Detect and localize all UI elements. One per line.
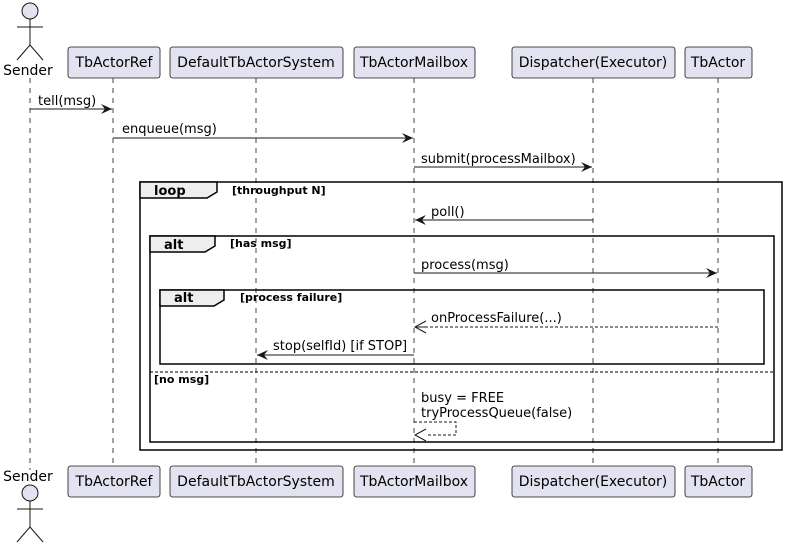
participant-label-actor-system: DefaultTbActorSystem (177, 55, 335, 71)
alt-msg-keyword: alt (164, 238, 183, 253)
loop-keyword: loop (154, 184, 186, 199)
else-separator: [no msg] (150, 371, 774, 386)
participant-actor-top: TbActor (684, 46, 753, 79)
participant-label-sender-bottom: Sender (3, 469, 53, 485)
loop-fragment: loop [throughput N] (139, 181, 783, 451)
message-label-busy-free: busy = FREE (421, 391, 504, 406)
alt-failure-guard: [process failure] (240, 291, 342, 304)
alt-msg-fragment: alt [has msg] (149, 235, 775, 443)
participant-label-mailbox: TbActorMailbox (359, 55, 468, 71)
else-guard: [no msg] (154, 373, 209, 386)
participant-dispatcher-bottom: Dispatcher(Executor) (511, 465, 676, 498)
participant-label-actor-ref-bottom: TbActorRef (75, 474, 154, 490)
alt-failure-keyword: alt (174, 291, 193, 306)
message-label-try-process-queue: tryProcessQueue(false) (421, 406, 572, 421)
participant-actor-system-top: DefaultTbActorSystem (169, 46, 344, 79)
actor-sender-bottom: Sender (3, 469, 53, 543)
actor-sender-top: Sender (3, 2, 53, 79)
participant-mailbox-top: TbActorMailbox (353, 46, 476, 79)
participant-label-actor-ref: TbActorRef (75, 55, 154, 71)
message-label-on-process-failure: onProcessFailure(...) (431, 311, 562, 326)
participant-label-actor-system-bottom: DefaultTbActorSystem (177, 474, 335, 490)
message-label-submit: submit(processMailbox) (421, 152, 576, 167)
participant-label-dispatcher-bottom: Dispatcher(Executor) (519, 474, 667, 490)
participant-label-actor: TbActor (690, 55, 746, 71)
open-arrow-icon (413, 320, 427, 334)
message-stop: stop(selfId) [if STOP] (257, 339, 414, 360)
message-label-poll: poll() (431, 205, 465, 220)
stick-figure-icon (16, 484, 44, 543)
message-submit: submit(processMailbox) (414, 152, 592, 172)
message-label-stop: stop(selfId) [if STOP] (273, 339, 407, 354)
participant-actor-ref-top: TbActorRef (67, 46, 161, 79)
alt-failure-fragment: alt [process failure] (159, 289, 765, 365)
message-label-enqueue: enqueue(msg) (122, 122, 217, 137)
loop-guard: [throughput N] (232, 184, 326, 197)
participant-label-actor-bottom: TbActor (690, 474, 746, 490)
message-process: process(msg) (414, 258, 717, 278)
message-tell: tell(msg) (30, 94, 112, 114)
participant-actor-ref-bottom: TbActorRef (67, 465, 161, 498)
message-poll: poll() (415, 205, 593, 225)
participant-actor-bottom: TbActor (684, 465, 753, 498)
participant-label-dispatcher: Dispatcher(Executor) (519, 55, 667, 71)
participant-mailbox-bottom: TbActorMailbox (353, 465, 476, 498)
participant-label-mailbox-bottom: TbActorMailbox (359, 474, 468, 490)
participant-actor-system-bottom: DefaultTbActorSystem (169, 465, 344, 498)
alt-msg-guard: [has msg] (230, 237, 292, 250)
message-label-tell: tell(msg) (38, 94, 96, 109)
message-label-process: process(msg) (421, 258, 509, 273)
message-on-process-failure: onProcessFailure(...) (413, 311, 718, 334)
open-arrow-icon (413, 428, 427, 442)
message-self-process-queue: busy = FREE tryProcessQueue(false) (413, 391, 572, 442)
participant-dispatcher-top: Dispatcher(Executor) (511, 46, 676, 79)
participant-label-sender: Sender (3, 63, 53, 79)
message-enqueue: enqueue(msg) (113, 122, 413, 143)
stick-figure-icon (16, 2, 44, 61)
